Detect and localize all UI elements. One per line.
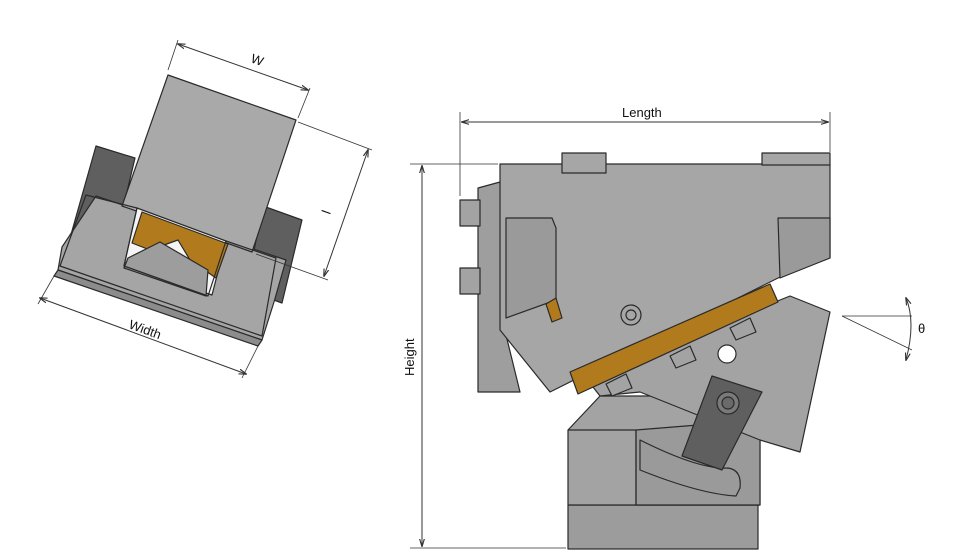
label-theta: θ	[918, 321, 925, 336]
bronze-edge-left	[545, 297, 563, 323]
top-tab-right	[761, 152, 831, 166]
locking-lever	[681, 375, 763, 471]
right-recess	[777, 217, 831, 279]
angled-block	[585, 295, 831, 453]
dim-l: l	[255, 121, 373, 281]
end-view	[53, 74, 303, 347]
bronze-strip	[569, 283, 779, 395]
angle-arc	[906, 298, 912, 360]
dim-l-line	[324, 150, 368, 276]
dim-angle: θ	[841, 298, 925, 360]
dim-w-line	[178, 44, 308, 90]
label-width: Width	[127, 317, 163, 342]
label-l: l	[319, 208, 334, 216]
frame-screw-inner	[625, 309, 637, 321]
left-clamp	[477, 181, 521, 393]
pedestal-base	[567, 504, 759, 550]
left-recess	[505, 217, 557, 319]
lever-bolt-inner	[721, 396, 735, 410]
front-wall	[59, 194, 277, 337]
tooth-1	[605, 373, 633, 397]
label-w: W	[249, 51, 266, 70]
pivot-hole	[717, 344, 737, 364]
tooth-3	[729, 317, 757, 341]
top-block	[121, 74, 297, 253]
top-tab-left	[561, 152, 607, 174]
label-length: Length	[622, 105, 662, 120]
dim-w: W	[167, 39, 311, 119]
bronze-v-guide	[131, 211, 229, 279]
tooth-2	[669, 345, 697, 369]
bolt-bottom	[459, 267, 481, 295]
dim-width-line	[40, 298, 246, 374]
adjust-slot	[639, 439, 741, 497]
dim-length: Length	[459, 105, 831, 196]
dim-height: Height	[402, 163, 566, 549]
label-height: Height	[402, 338, 417, 376]
bolt-top	[459, 199, 481, 227]
side-view	[459, 152, 831, 550]
